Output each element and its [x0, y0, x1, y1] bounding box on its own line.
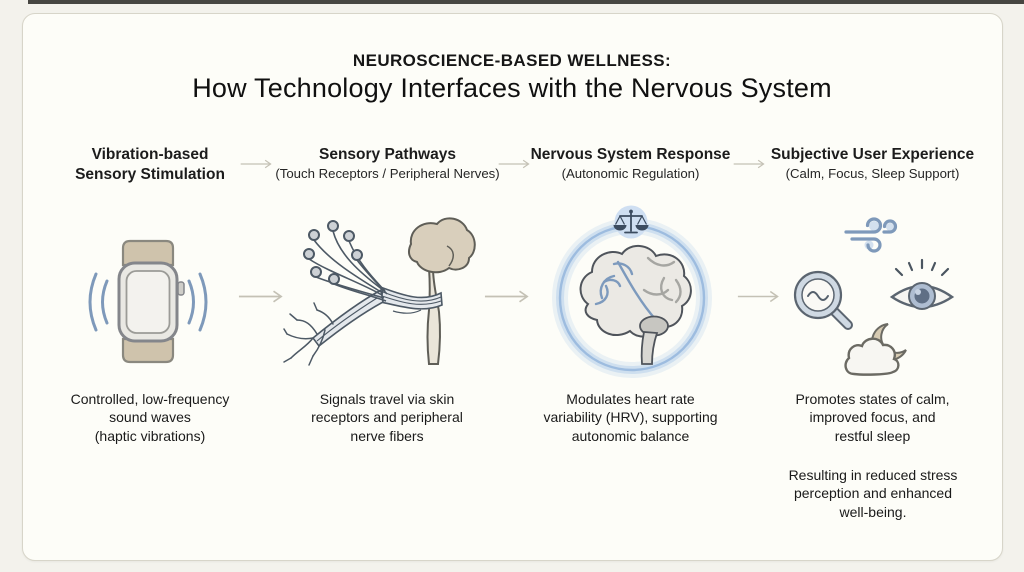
column-header-text: Subjective User Experience	[770, 146, 975, 163]
flow-arrow-icon	[238, 289, 286, 304]
flow-arrow-icon	[240, 157, 274, 171]
nerve-fiber-bundle-icon	[311, 286, 443, 348]
column-caption: Signals travel via skin receptors and pe…	[311, 391, 463, 444]
eye-icon	[884, 258, 960, 318]
brain-icon	[579, 245, 692, 365]
flow-arrow-icon	[484, 289, 532, 304]
column-footnote: Resulting in reduced stress perception a…	[788, 467, 958, 520]
column-caption: Modulates heart rate variability (HRV), …	[543, 391, 718, 444]
cloud-shape	[844, 337, 900, 376]
flow-arrow-icon	[737, 289, 782, 304]
eyebrow-title: NEUROSCIENCE-BASED WELLNESS:	[352, 51, 672, 70]
nerve-pathway-icon	[283, 210, 478, 370]
flow-arrow-icon	[733, 157, 767, 171]
column-header-text: Vibration-based Sensory Stimulation	[75, 146, 225, 183]
column-subheader-text: (Autonomic Regulation)	[561, 165, 700, 181]
page-title: How Technology Interfaces with the Nervo…	[192, 73, 832, 103]
magnifier-icon	[788, 266, 860, 338]
nerve-branches-icon	[283, 302, 334, 366]
smartwatch-icon	[117, 239, 185, 364]
vibration-waves-icon	[88, 272, 208, 332]
column-header-experience: Subjective User Experience (Calm, Focus,…	[760, 145, 985, 181]
balance-scale-icon	[613, 205, 649, 239]
column-caption: Promotes states of calm, improved focus,…	[795, 391, 950, 444]
column-caption: Controlled, low-frequency sound waves (h…	[70, 391, 230, 444]
touch-receptors-icon	[303, 220, 388, 302]
column-header-stimulation: Vibration-based Sensory Stimulation	[55, 145, 245, 186]
brain-spinal-cord-icon	[408, 217, 476, 365]
wind-icon	[842, 217, 904, 263]
flow-arrow-icon	[498, 157, 532, 171]
column-header-text: Nervous System Response	[530, 146, 731, 163]
column-header-text: Sensory Pathways	[319, 146, 456, 163]
cloud-moon-icon	[840, 320, 918, 382]
column-header-pathways: Sensory Pathways (Touch Receptors / Peri…	[265, 145, 510, 181]
column-header-response: Nervous System Response (Autonomic Regul…	[518, 145, 743, 181]
letterbox-strip	[28, 0, 1024, 4]
brain-balance-icon	[544, 200, 722, 390]
column-subheader-text: (Calm, Focus, Sleep Support)	[785, 165, 960, 181]
smartwatch-vibration-icon	[83, 237, 213, 367]
column-subheader-text: (Touch Receptors / Peripheral Nerves)	[275, 165, 500, 181]
